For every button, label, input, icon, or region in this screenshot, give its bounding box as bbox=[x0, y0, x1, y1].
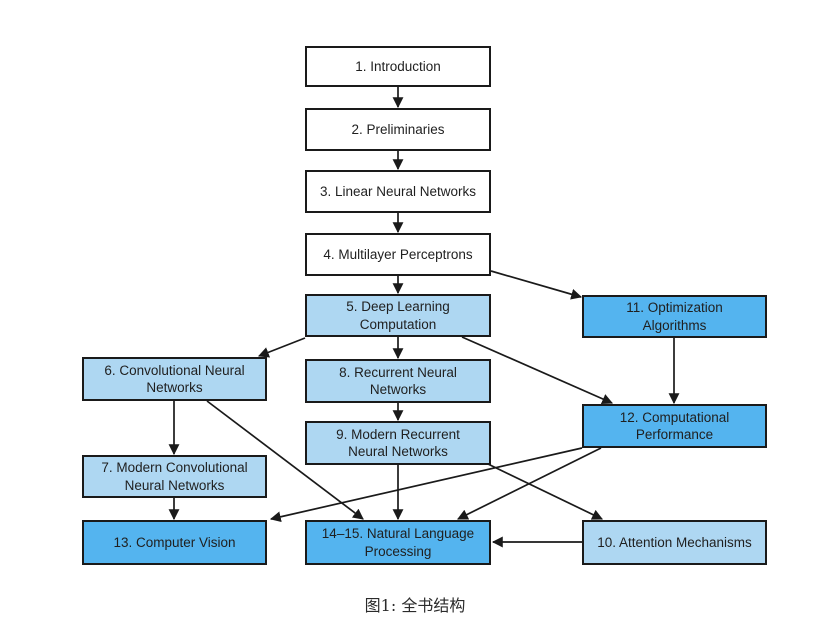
node-ch9: 9. Modern Recurrent Neural Networks bbox=[305, 421, 491, 465]
node-label-ch14_15: 14–15. Natural Language Processing bbox=[321, 526, 475, 559]
node-label-ch5: 5. Deep Learning Computation bbox=[346, 299, 450, 332]
node-ch2: 2. Preliminaries bbox=[305, 108, 491, 151]
node-label-ch1: 1. Introduction bbox=[355, 58, 441, 74]
node-ch11: 11. Optimization Algorithms bbox=[582, 295, 767, 338]
node-ch12: 12. Computational Performance bbox=[582, 404, 767, 448]
node-label-ch8: 8. Recurrent Neural Networks bbox=[339, 364, 457, 397]
node-ch3: 3. Linear Neural Networks bbox=[305, 170, 491, 213]
node-label-ch7: 7. Modern Convolutional Neural Networks bbox=[101, 460, 248, 493]
node-ch13: 13. Computer Vision bbox=[82, 520, 267, 565]
node-label-ch2: 2. Preliminaries bbox=[351, 121, 445, 137]
node-label-ch9: 9. Modern Recurrent Neural Networks bbox=[336, 426, 460, 459]
node-ch14_15: 14–15. Natural Language Processing bbox=[305, 520, 491, 565]
node-ch1: 1. Introduction bbox=[305, 46, 491, 87]
node-label-ch11: 11. Optimization Algorithms bbox=[626, 300, 723, 333]
node-ch4: 4. Multilayer Perceptrons bbox=[305, 233, 491, 276]
node-ch5: 5. Deep Learning Computation bbox=[305, 294, 491, 337]
figure-caption: 图1: 全书结构 bbox=[364, 596, 466, 615]
node-label-ch3: 3. Linear Neural Networks bbox=[319, 183, 477, 199]
node-ch10: 10. Attention Mechanisms bbox=[582, 520, 767, 565]
node-label-ch13: 13. Computer Vision bbox=[113, 534, 236, 550]
node-label-ch4: 4. Multilayer Perceptrons bbox=[323, 246, 473, 262]
node-ch6: 6. Convolutional Neural Networks bbox=[82, 357, 267, 401]
node-label-ch10: 10. Attention Mechanisms bbox=[597, 534, 752, 550]
node-label-ch12: 12. Computational Performance bbox=[619, 409, 730, 442]
node-ch7: 7. Modern Convolutional Neural Networks bbox=[82, 455, 267, 498]
node-ch8: 8. Recurrent Neural Networks bbox=[305, 359, 491, 403]
node-label-ch6: 6. Convolutional Neural Networks bbox=[104, 362, 245, 395]
